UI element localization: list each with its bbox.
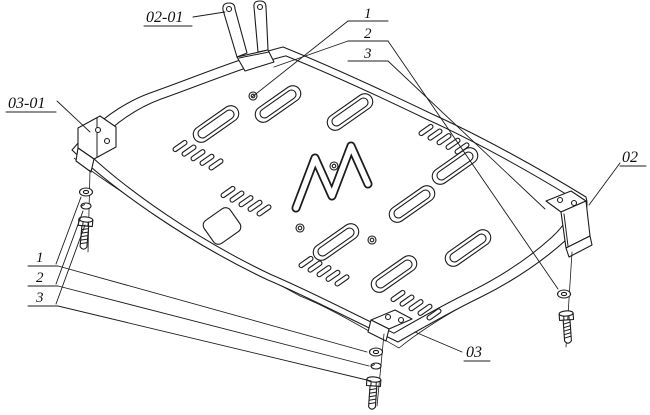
bracket-left <box>75 115 117 173</box>
callout-3-top: 3 <box>363 46 372 62</box>
callout-2-left: 2 <box>36 270 44 286</box>
mount-hole <box>329 161 339 171</box>
leader-lines <box>55 11 621 382</box>
callout-1-left: 1 <box>36 250 44 266</box>
bracket-right <box>545 190 593 258</box>
washer <box>368 347 384 357</box>
spring-washer <box>80 202 92 210</box>
bracket-top <box>222 0 275 72</box>
callout-3-left: 3 <box>35 290 44 306</box>
bracket-bottom <box>367 309 413 342</box>
labels: 02-01 03-01 02 03 1 2 3 1 2 3 <box>5 6 647 362</box>
access-cutout <box>202 207 242 245</box>
plate-cutouts <box>172 81 495 321</box>
bolt <box>558 309 576 345</box>
callout-1-top: 1 <box>364 6 372 22</box>
spring-washer <box>370 362 382 370</box>
fastener-stack-left <box>75 169 94 253</box>
fastener-stack-bottom <box>364 333 385 411</box>
callout-2-top: 2 <box>364 26 372 42</box>
fastener-stack-right <box>556 251 576 348</box>
mount-hole <box>367 235 377 245</box>
label-right-bracket: 02 <box>622 149 638 166</box>
washer <box>556 289 572 299</box>
zigzag-cutout-inner <box>293 143 371 211</box>
washer <box>78 187 94 197</box>
mount-hole <box>295 223 305 233</box>
label-bottom-bracket: 03 <box>466 344 482 361</box>
label-left-bracket: 03-01 <box>8 95 45 112</box>
label-top-bracket: 02-01 <box>146 9 183 26</box>
